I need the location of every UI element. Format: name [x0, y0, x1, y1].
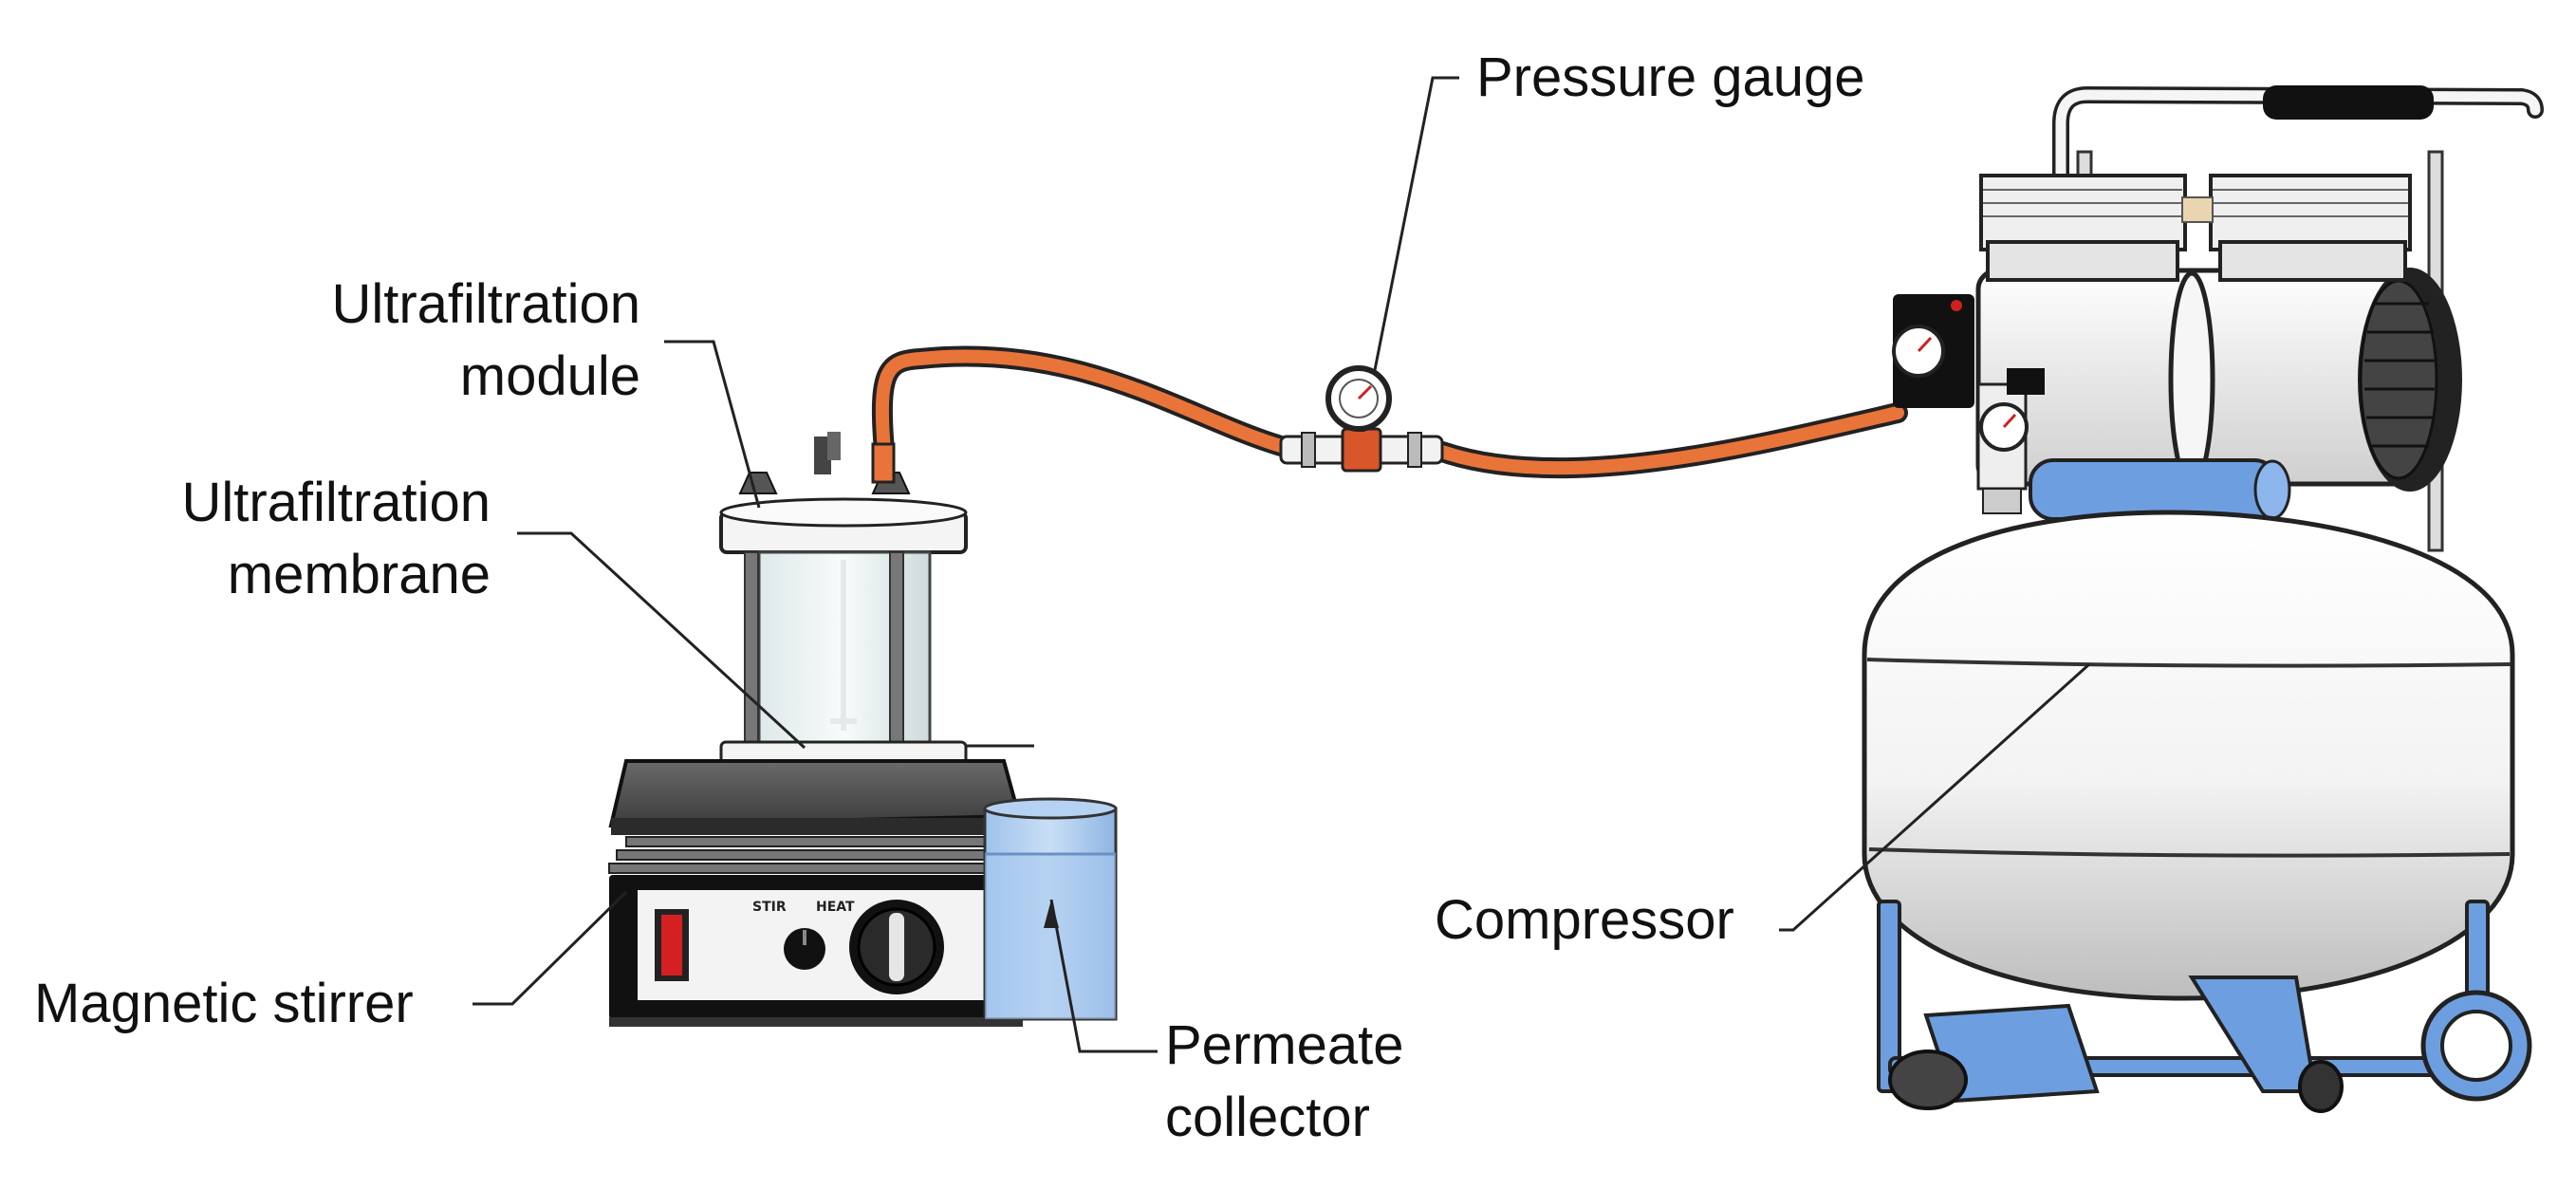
label-line: Ultrafiltration [331, 273, 640, 335]
hose [871, 345, 1908, 479]
stir-label: STIR [752, 900, 787, 915]
label-pressure-gauge: Pressure gauge [1476, 46, 1865, 108]
wheel [2420, 990, 2532, 1102]
leader-magnetic-stirrer [473, 890, 628, 1006]
leader-uf-membrane [517, 531, 806, 750]
compressor [1862, 85, 2544, 1113]
magnetic-stirrer: STIR HEAT [608, 759, 1024, 1027]
label-line: collector [1165, 1087, 1370, 1148]
pressure-gauge-assembly [1279, 365, 1444, 473]
label-compressor: Compressor [1435, 889, 1734, 951]
label-line: Permeate [1165, 1014, 1404, 1076]
label-line: module [459, 345, 640, 407]
arrow-head [1044, 900, 1059, 928]
label-line: membrane [227, 544, 491, 605]
label-line: Ultrafiltration [181, 472, 491, 533]
label-ultrafiltration-membrane: Ultrafiltration membrane [181, 467, 491, 611]
leader-pressure-gauge [1372, 76, 1459, 376]
leader-permeate-collector [1049, 899, 1158, 1053]
label-ultrafiltration-module: Ultrafiltration module [331, 269, 640, 413]
leader-compressor [1779, 662, 2091, 932]
heat-label: HEAT [816, 900, 855, 915]
label-permeate-collector: Permeate collector [1165, 1010, 1403, 1154]
leader-uf-module [664, 340, 761, 509]
wheel [1888, 1050, 2344, 1113]
label-magnetic-stirrer: Magnetic stirrer [34, 973, 414, 1034]
